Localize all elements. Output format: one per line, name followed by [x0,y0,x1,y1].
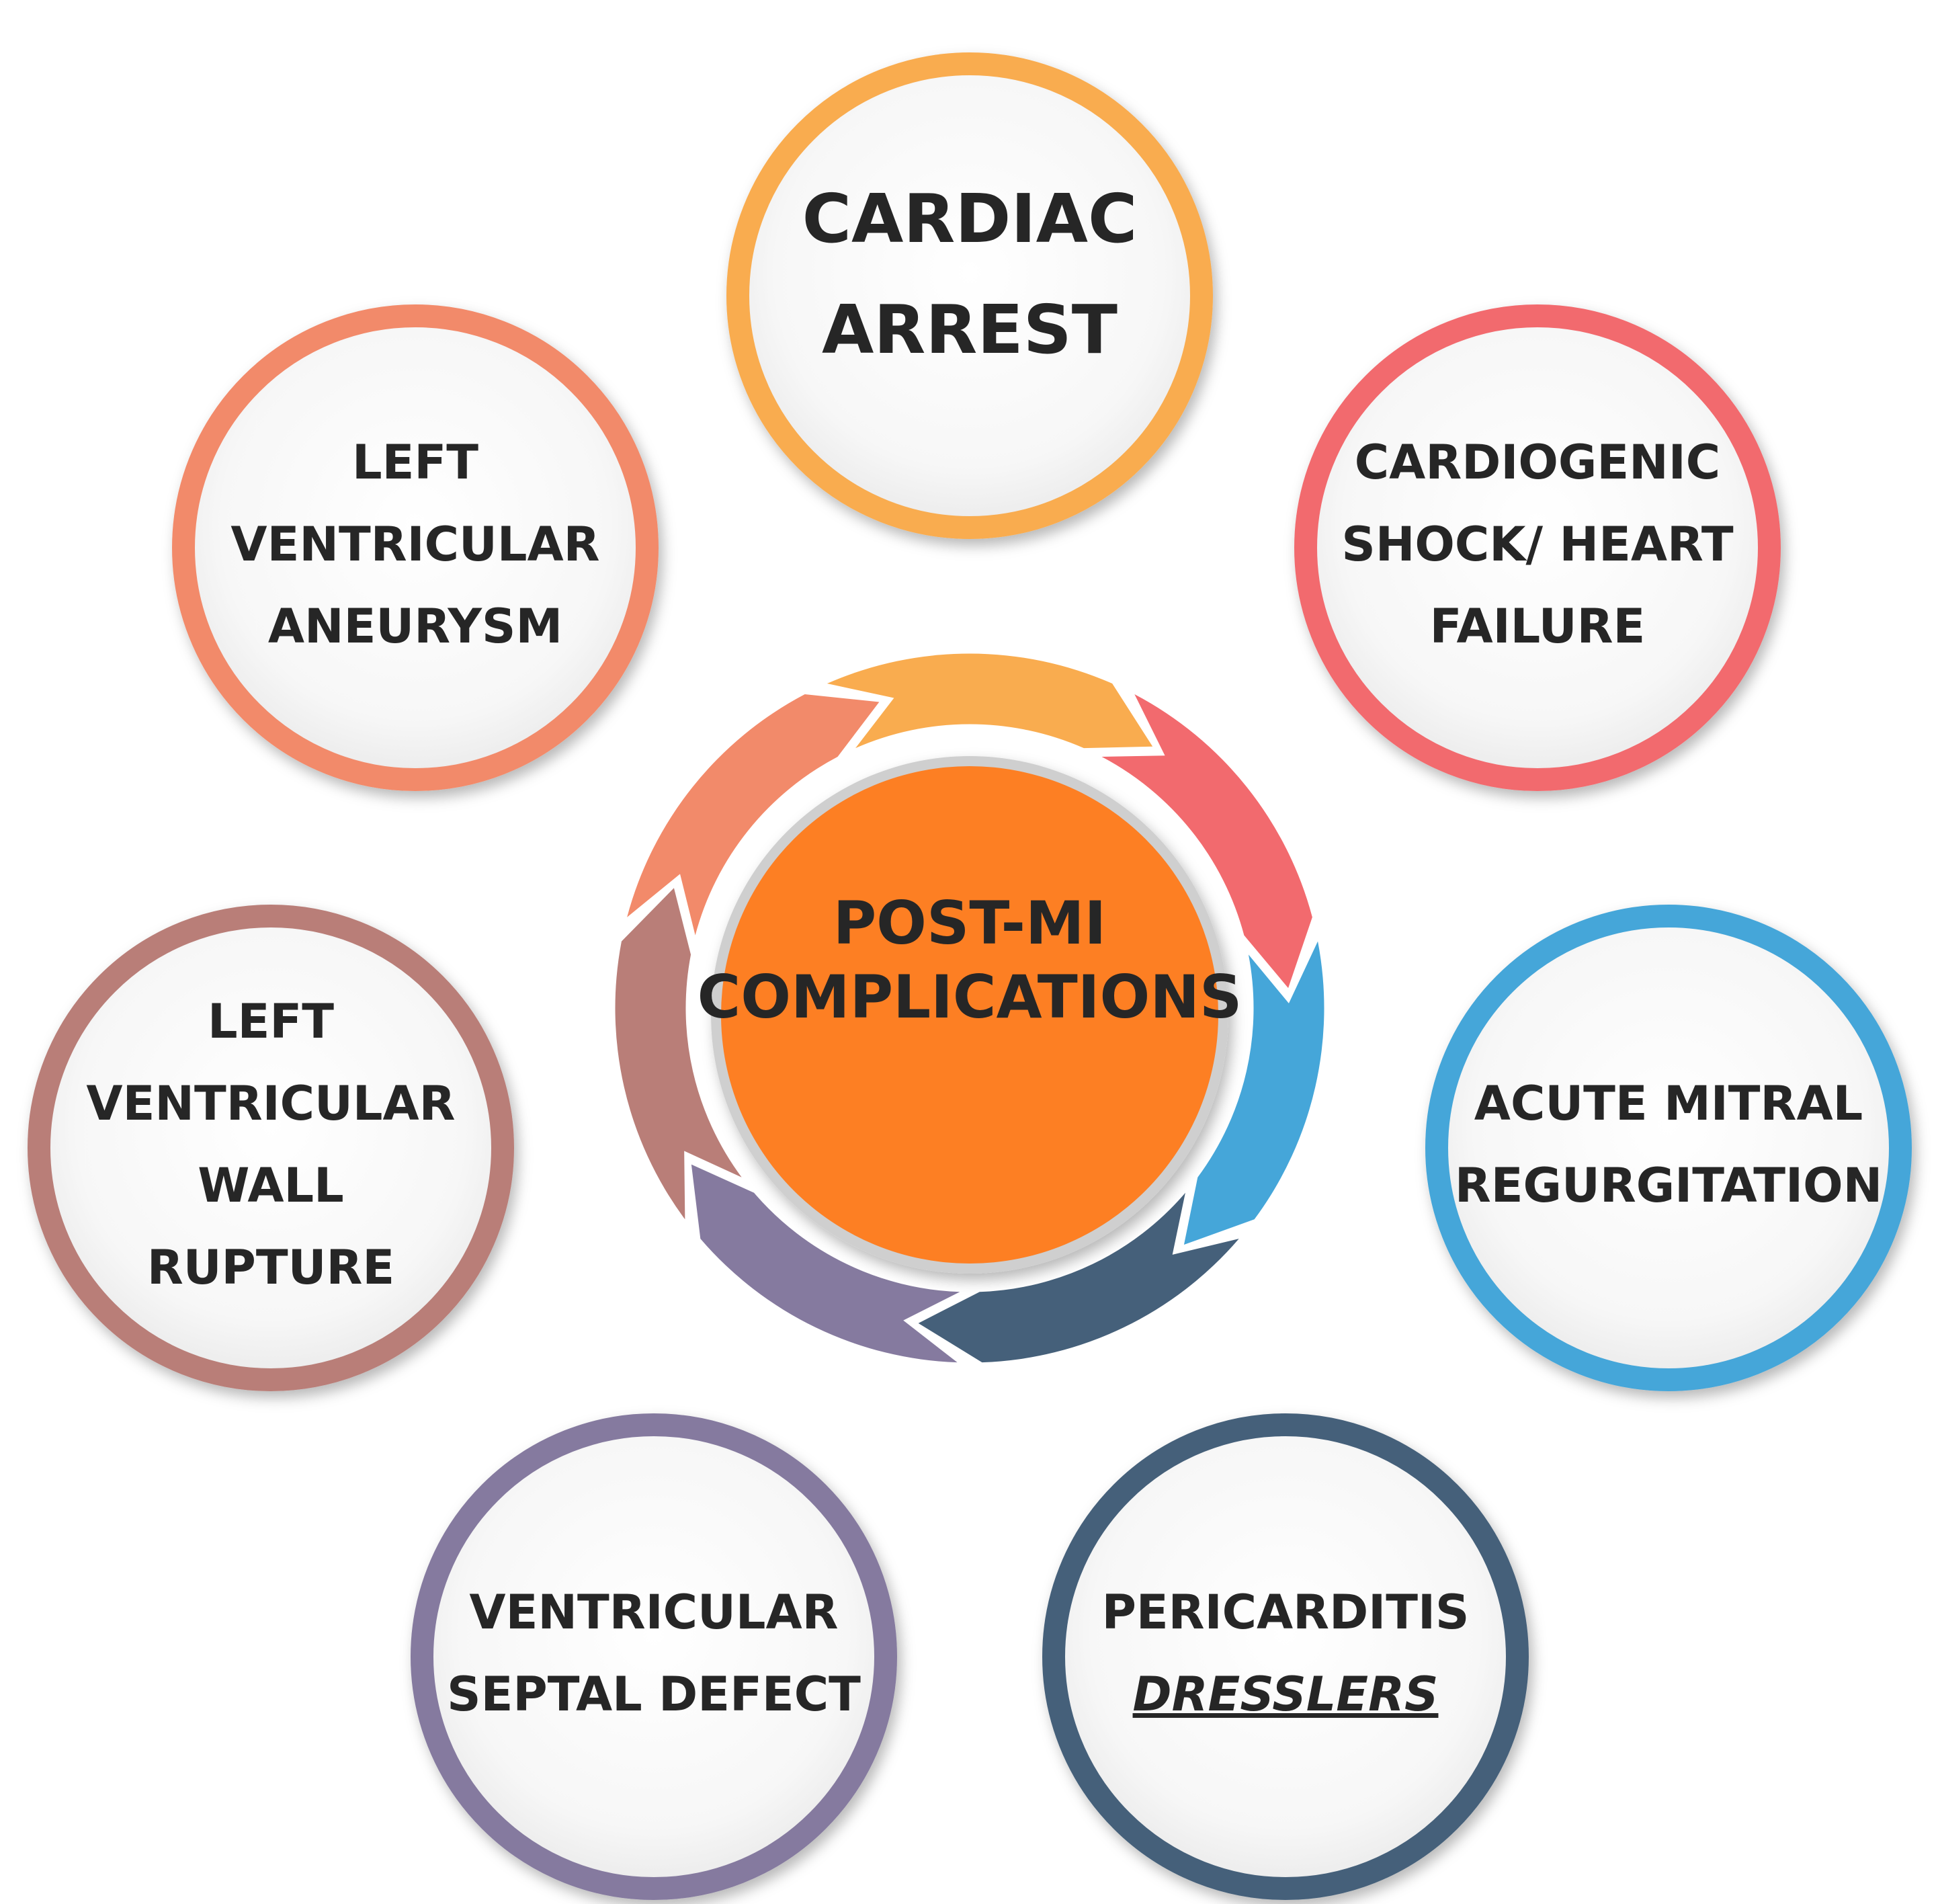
ring-segment-ventricular-septal-defect [691,1164,960,1363]
node-label-line: ANEURYSM [268,599,562,654]
ring-segment-acute-mitral-regurgitation [1183,941,1324,1245]
node-label-line: SHOCK/ HEART [1341,517,1733,572]
node-acute-mitral-regurgitation: ACUTE MITRAL REGURGITATION [1425,905,1912,1391]
node-label-line: WALL [198,1158,343,1213]
center-node: POST-MI COMPLICATIONS [698,756,1242,1274]
center-circle [721,766,1218,1264]
node-label-line: ARREST [822,290,1118,369]
node-label-line: VENTRICULAR [230,517,599,572]
node-pericarditis: PERICARDITIS DRESSLERS [1042,1413,1529,1900]
node-label-line: FAILURE [1430,599,1646,654]
node-circle [1425,905,1912,1391]
node-lv-aneurysm: LEFT VENTRICULAR ANEURYSM [172,304,659,791]
node-label-line: DRESSLERS [1133,1667,1439,1722]
node-label-line: VENTRICULAR [86,1076,455,1131]
node-label-line: CARDIOGENIC [1355,435,1720,490]
ring-segment-cardiac-arrest [827,653,1153,749]
node-circle [172,304,659,791]
node-circle [28,905,514,1391]
node-label-line: RUPTURE [147,1240,394,1295]
node-lv-wall-rupture: LEFT VENTRICULAR WALL RUPTURE [28,905,514,1391]
ring-segment-cardiogenic-shock [1101,694,1312,989]
node-ventricular-septal-defect: VENTRICULAR SEPTAL DEFECT [411,1413,897,1900]
node-label-line: SEPTAL DEFECT [447,1667,861,1722]
node-label-line: ACUTE MITRAL [1474,1076,1863,1131]
cycle-ring [615,653,1324,1363]
ring-segment-lv-aneurysm [627,694,880,936]
node-circle [726,52,1213,539]
node-circle [1042,1413,1529,1900]
node-label-line: VENTRICULAR [469,1585,838,1640]
ring-segment-pericarditis [918,1192,1239,1363]
node-label-line: CARDIAC [802,179,1138,258]
node-cardiogenic-shock: CARDIOGENIC SHOCK/ HEART FAILURE [1294,304,1781,791]
node-circle [1294,304,1781,791]
node-label-line: LEFT [208,994,334,1049]
node-label-line: PERICARDITIS [1102,1585,1470,1640]
node-label-line: LEFT [352,435,478,490]
center-title-line1: POST-MI [833,888,1107,958]
node-cardiac-arrest: CARDIAC ARREST [726,52,1213,539]
complication-nodes: CARDIAC ARREST CARDIOGENIC SHOCK/ HEART FAIL… [28,52,1912,1900]
node-circle [411,1413,897,1900]
ring-segment-lv-wall-rupture [615,888,742,1220]
node-label-line: REGURGITATION [1455,1158,1882,1213]
center-title-line2: COMPLICATIONS [698,962,1242,1032]
